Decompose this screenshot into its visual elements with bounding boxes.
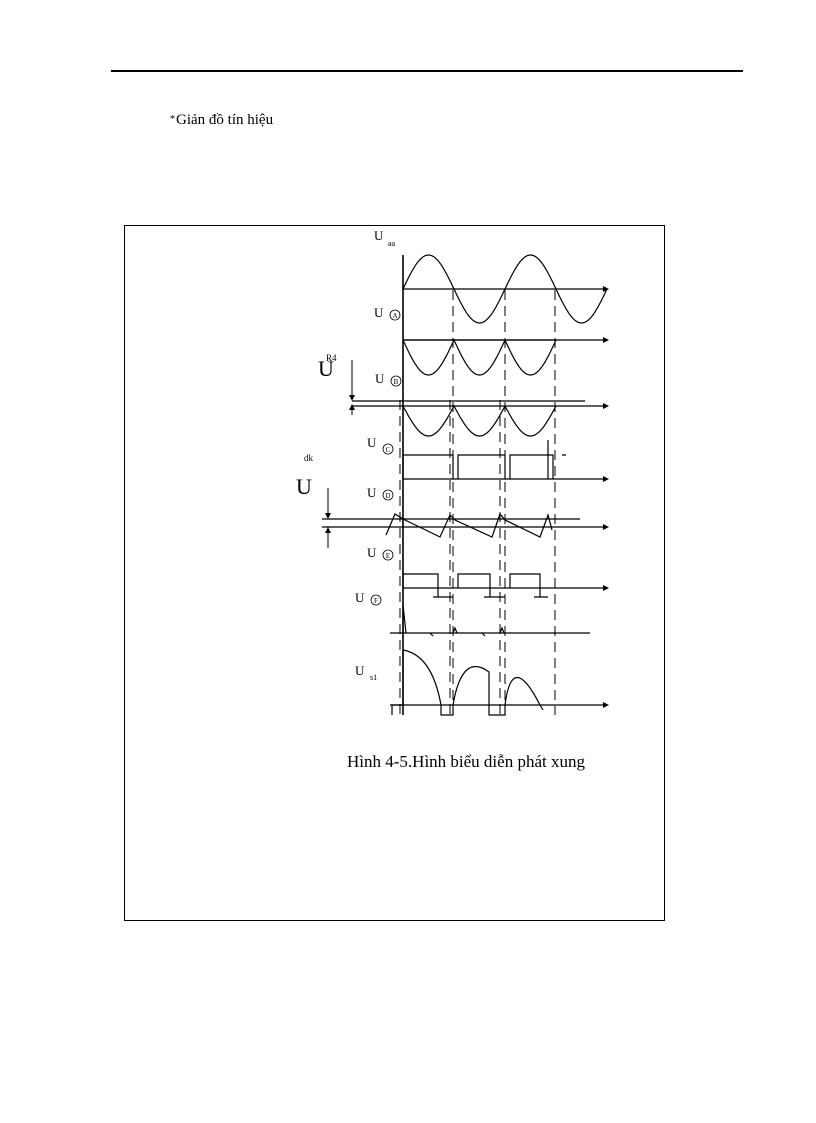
circle-marker-f [370, 594, 382, 606]
phase-markers [399, 290, 556, 715]
circle-marker-e [382, 549, 394, 561]
label-ur4-sup: R4 [326, 353, 337, 363]
dimension-arrows [325, 360, 355, 548]
axis-arrowheads [603, 286, 609, 708]
label-us1: U [355, 663, 365, 678]
waveform-ud [385, 512, 553, 538]
heading-text: Giản đồ tín hiệu [176, 112, 274, 128]
label-ub-letter: B [394, 378, 399, 386]
baselines [322, 288, 603, 706]
label-ud: U [367, 485, 377, 500]
label-uaa-sub: aa [388, 239, 396, 248]
figure-frame [124, 225, 665, 921]
circle-marker-d [382, 489, 394, 501]
label-uc: U [367, 435, 377, 450]
header-rule [111, 70, 743, 72]
waveform-us1 [391, 649, 544, 716]
waveform-ub [402, 404, 557, 437]
circle-marker-c [382, 443, 394, 455]
circle-marker-b [390, 375, 402, 387]
signal-labels: U aa U A U R4 U B U C dk U U D U E U F U… [296, 228, 402, 682]
waveform-uc [402, 440, 566, 479]
label-uf: U [355, 590, 365, 605]
label-us1-sub: s1 [370, 673, 377, 682]
label-udk: U [296, 474, 312, 499]
bullet-marker: * [170, 114, 175, 125]
label-ua-letter: A [392, 312, 397, 320]
waveforms [385, 254, 608, 716]
label-ua: U [374, 305, 384, 320]
label-ue: U [367, 545, 377, 560]
section-heading: *Giản đồ tín hiệu [170, 112, 273, 129]
label-ub: U [375, 371, 385, 386]
label-ud-letter: D [385, 492, 390, 500]
waveform-uaa [402, 254, 608, 324]
waveform-ua [402, 338, 557, 376]
label-uaa: U [374, 228, 384, 243]
figure-caption: Hình 4-5.Hình biểu diễn phát xung [347, 752, 585, 771]
label-udk-sup: dk [304, 453, 314, 463]
label-uf-letter: F [374, 597, 378, 605]
label-ur4: U [318, 356, 334, 381]
waveform-uf [402, 604, 505, 637]
label-ue-letter: E [386, 552, 390, 560]
label-uc-letter: C [386, 446, 391, 454]
circle-marker-a [389, 309, 401, 321]
waveform-ue [402, 573, 548, 598]
